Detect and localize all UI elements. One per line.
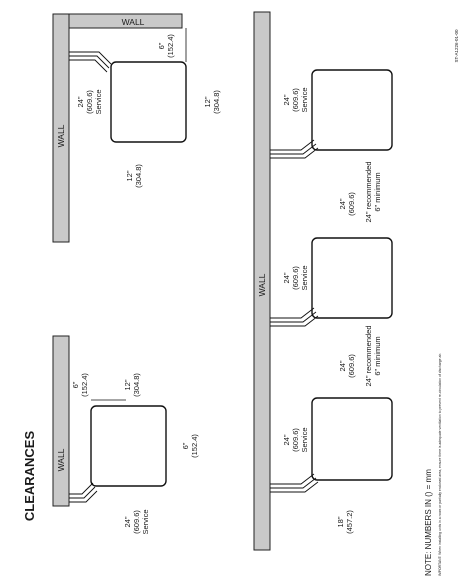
unit-3: 24" (609.6) Service xyxy=(270,397,393,493)
service-clearance-mm: (609.6) xyxy=(132,510,141,534)
wall-horizontal-label: WALL xyxy=(122,17,145,27)
between-clearance-recommended: 24" recommended xyxy=(364,161,373,222)
refrigerant-lines xyxy=(270,139,319,159)
service-clearance-label: Service xyxy=(300,427,309,452)
wall-vertical xyxy=(253,11,271,551)
service-clearance-value: 24" xyxy=(282,94,291,105)
service-clearance-mm: (609.6) xyxy=(291,428,300,452)
service-clearance-mm: (609.6) xyxy=(291,88,300,112)
unit-1: 24" (609.6) Service xyxy=(270,69,393,159)
service-clearance-value: 24" xyxy=(282,272,291,283)
end-clearance-mm: (457.2) xyxy=(345,510,354,534)
wall-vertical-label: WALL xyxy=(56,124,66,147)
between-clearance-mm: (609.6) xyxy=(347,192,356,216)
front-clearance-mm: (304.8) xyxy=(132,373,141,397)
service-clearance-label: Service xyxy=(300,265,309,290)
service-clearance-value: 24" xyxy=(123,516,132,527)
unit-box xyxy=(110,61,187,143)
between-clearance-value: 24" xyxy=(338,360,347,371)
between-clearance-recommended: 24" recommended xyxy=(364,325,373,386)
back-clearance-mm: (152.4) xyxy=(190,434,199,458)
unit-2: 24" (609.6) Service xyxy=(270,237,393,327)
wall-vertical-label: WALL xyxy=(56,448,66,471)
between-clearance-minimum: 6" minimum xyxy=(373,336,382,375)
side-clearance-value: 6" xyxy=(157,42,166,49)
front-clearance-value: 12" xyxy=(125,170,134,181)
wall-vertical-label: WALL xyxy=(257,273,267,296)
unit-box xyxy=(311,69,393,151)
wall-vertical xyxy=(52,335,70,507)
back-clearance-mm: (304.8) xyxy=(212,90,221,114)
service-clearance-mm: (609.6) xyxy=(291,266,300,290)
unit-box xyxy=(311,397,393,481)
between-clearance-mm: (609.6) xyxy=(347,354,356,378)
end-clearance-value: 18" xyxy=(336,516,345,527)
important-note: IMPORTANT: When installing units in a ro… xyxy=(438,353,442,576)
note: NOTE: NUMBERS IN () = mm xyxy=(424,469,433,576)
service-clearance-label: Service xyxy=(94,89,103,114)
drawing-number: ST-A1226-01-00 xyxy=(454,29,459,63)
end-clearance: 18" (457.2) xyxy=(336,510,354,534)
between-clearance-value: 24" xyxy=(338,198,347,209)
refrigerant-lines xyxy=(69,51,112,73)
refrigerant-lines xyxy=(69,482,98,503)
between-clearance-minimum: 6" minimum xyxy=(373,172,382,211)
refrigerant-lines xyxy=(270,473,319,493)
back-clearance-value: 12" xyxy=(203,96,212,107)
wall-vertical xyxy=(52,13,70,243)
front-clearance-mm: (304.8) xyxy=(134,164,143,188)
diagram-top-left: WALL WALL 6" (152.4) 24" (609.6) Service… xyxy=(52,13,221,243)
side-clearance-value: 6" xyxy=(71,381,80,388)
back-clearance-value: 6" xyxy=(181,442,190,449)
service-clearance-label: Service xyxy=(300,87,309,112)
between-clearance-2: 24" (609.6) 24" recommended 6" minimum xyxy=(338,325,382,386)
unit-box xyxy=(311,237,393,319)
diagram-bottom-left: WALL 6" (152.4) 12" (304.8) 6" (152.4) 2… xyxy=(52,335,199,535)
front-clearance-value: 12" xyxy=(123,379,132,390)
service-clearance-label: Service xyxy=(141,509,150,534)
service-clearance-value: 24" xyxy=(282,434,291,445)
side-clearance-mm: (152.4) xyxy=(166,34,175,58)
service-clearance-value: 24" xyxy=(76,96,85,107)
side-clearance-mm: (152.4) xyxy=(80,373,89,397)
service-clearance-mm: (609.6) xyxy=(85,90,94,114)
unit-box xyxy=(90,405,167,487)
page-title: CLEARANCES xyxy=(22,431,37,522)
between-clearance-1: 24" (609.6) 24" recommended 6" minimum xyxy=(338,161,382,222)
diagram-right: WALL 24" (609.6) Service 24" (609.6) 24"… xyxy=(253,11,393,551)
refrigerant-lines xyxy=(270,307,319,327)
